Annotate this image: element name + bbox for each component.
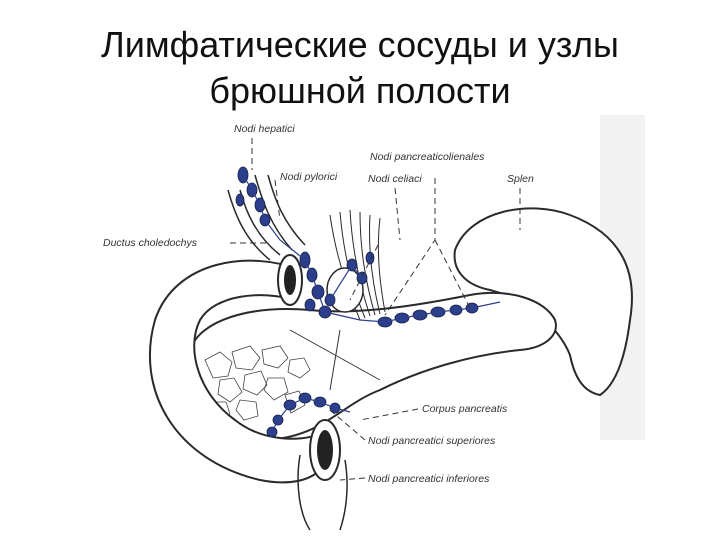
title-line-2: брюшной полости: [209, 70, 511, 111]
vessel-stump: [297, 454, 348, 531]
title-line-1: Лимфатические сосуды и узлы: [101, 24, 619, 65]
label-nodi-coeliaci: Nodi celiaci: [368, 173, 422, 185]
slide-title: Лимфатические сосуды и узлы брюшной поло…: [0, 22, 720, 114]
label-ductus-choledochus: Ductus choledochys: [103, 237, 198, 249]
leader-lines-solid: [289, 329, 381, 391]
label-corpus-pancreatis: Corpus pancreatis: [422, 403, 508, 415]
label-nodi-pancreatici-inferiores: Nodi pancreatici inferiores: [368, 473, 490, 485]
duodenum-lumen: [284, 265, 296, 295]
leader-lines: [230, 138, 521, 481]
label-nodi-hepatici: Nodi hepatici: [234, 123, 295, 135]
label-nodi-pancreatici-superiores: Nodi pancreatici superiores: [368, 435, 496, 447]
label-splen: Splen: [507, 173, 534, 185]
label-nodi-pylorici: Nodi pylorici: [280, 171, 338, 183]
aorta-cut: [326, 267, 364, 313]
lymph-vessels: [242, 174, 501, 433]
pancreas: [188, 291, 557, 442]
vessel-lumen: [317, 430, 333, 470]
label-nodi-pancreaticolienales: Nodi pancreaticolienales: [370, 151, 485, 163]
